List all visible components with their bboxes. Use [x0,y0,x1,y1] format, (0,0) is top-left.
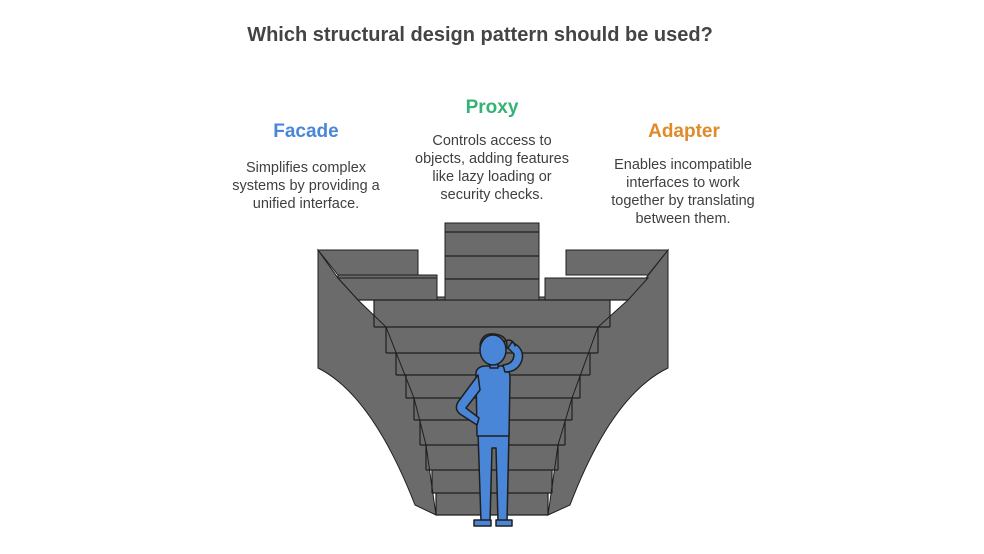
proxy-description: Controls access to objects, adding featu… [381,132,603,204]
diagram-title: Which structural design pattern should b… [247,24,713,46]
adapter-description-line: Enables incompatible [614,157,752,173]
proxy-tower [444,222,540,301]
proxy-heading: Proxy [465,97,519,118]
facade-heading: Facade [273,121,339,142]
adapter-description: Enables incompatible interfaces to work … [572,156,794,228]
adapter-description-line: together by translating [611,193,755,209]
adapter-heading: Adapter [648,121,720,142]
proxy-description-line: objects, adding features [415,151,569,167]
adapter-description-line: between them. [635,211,731,227]
proxy-description-line: Controls access to [432,133,552,149]
proxy-description-line: security checks. [440,187,544,203]
proxy-description-line: like lazy loading or [432,169,552,185]
person-scratching-head-icon [455,333,524,527]
adapter-description-line: interfaces to work [626,175,740,191]
facade-description-line: Simplifies complex [245,160,367,176]
funnel-stairs-icon [316,222,670,516]
facade-description-line: unified interface. [252,196,360,212]
facade-description: Simplifies complex systems by providing … [196,159,416,213]
facade-description-line: systems by providing a [232,178,380,194]
